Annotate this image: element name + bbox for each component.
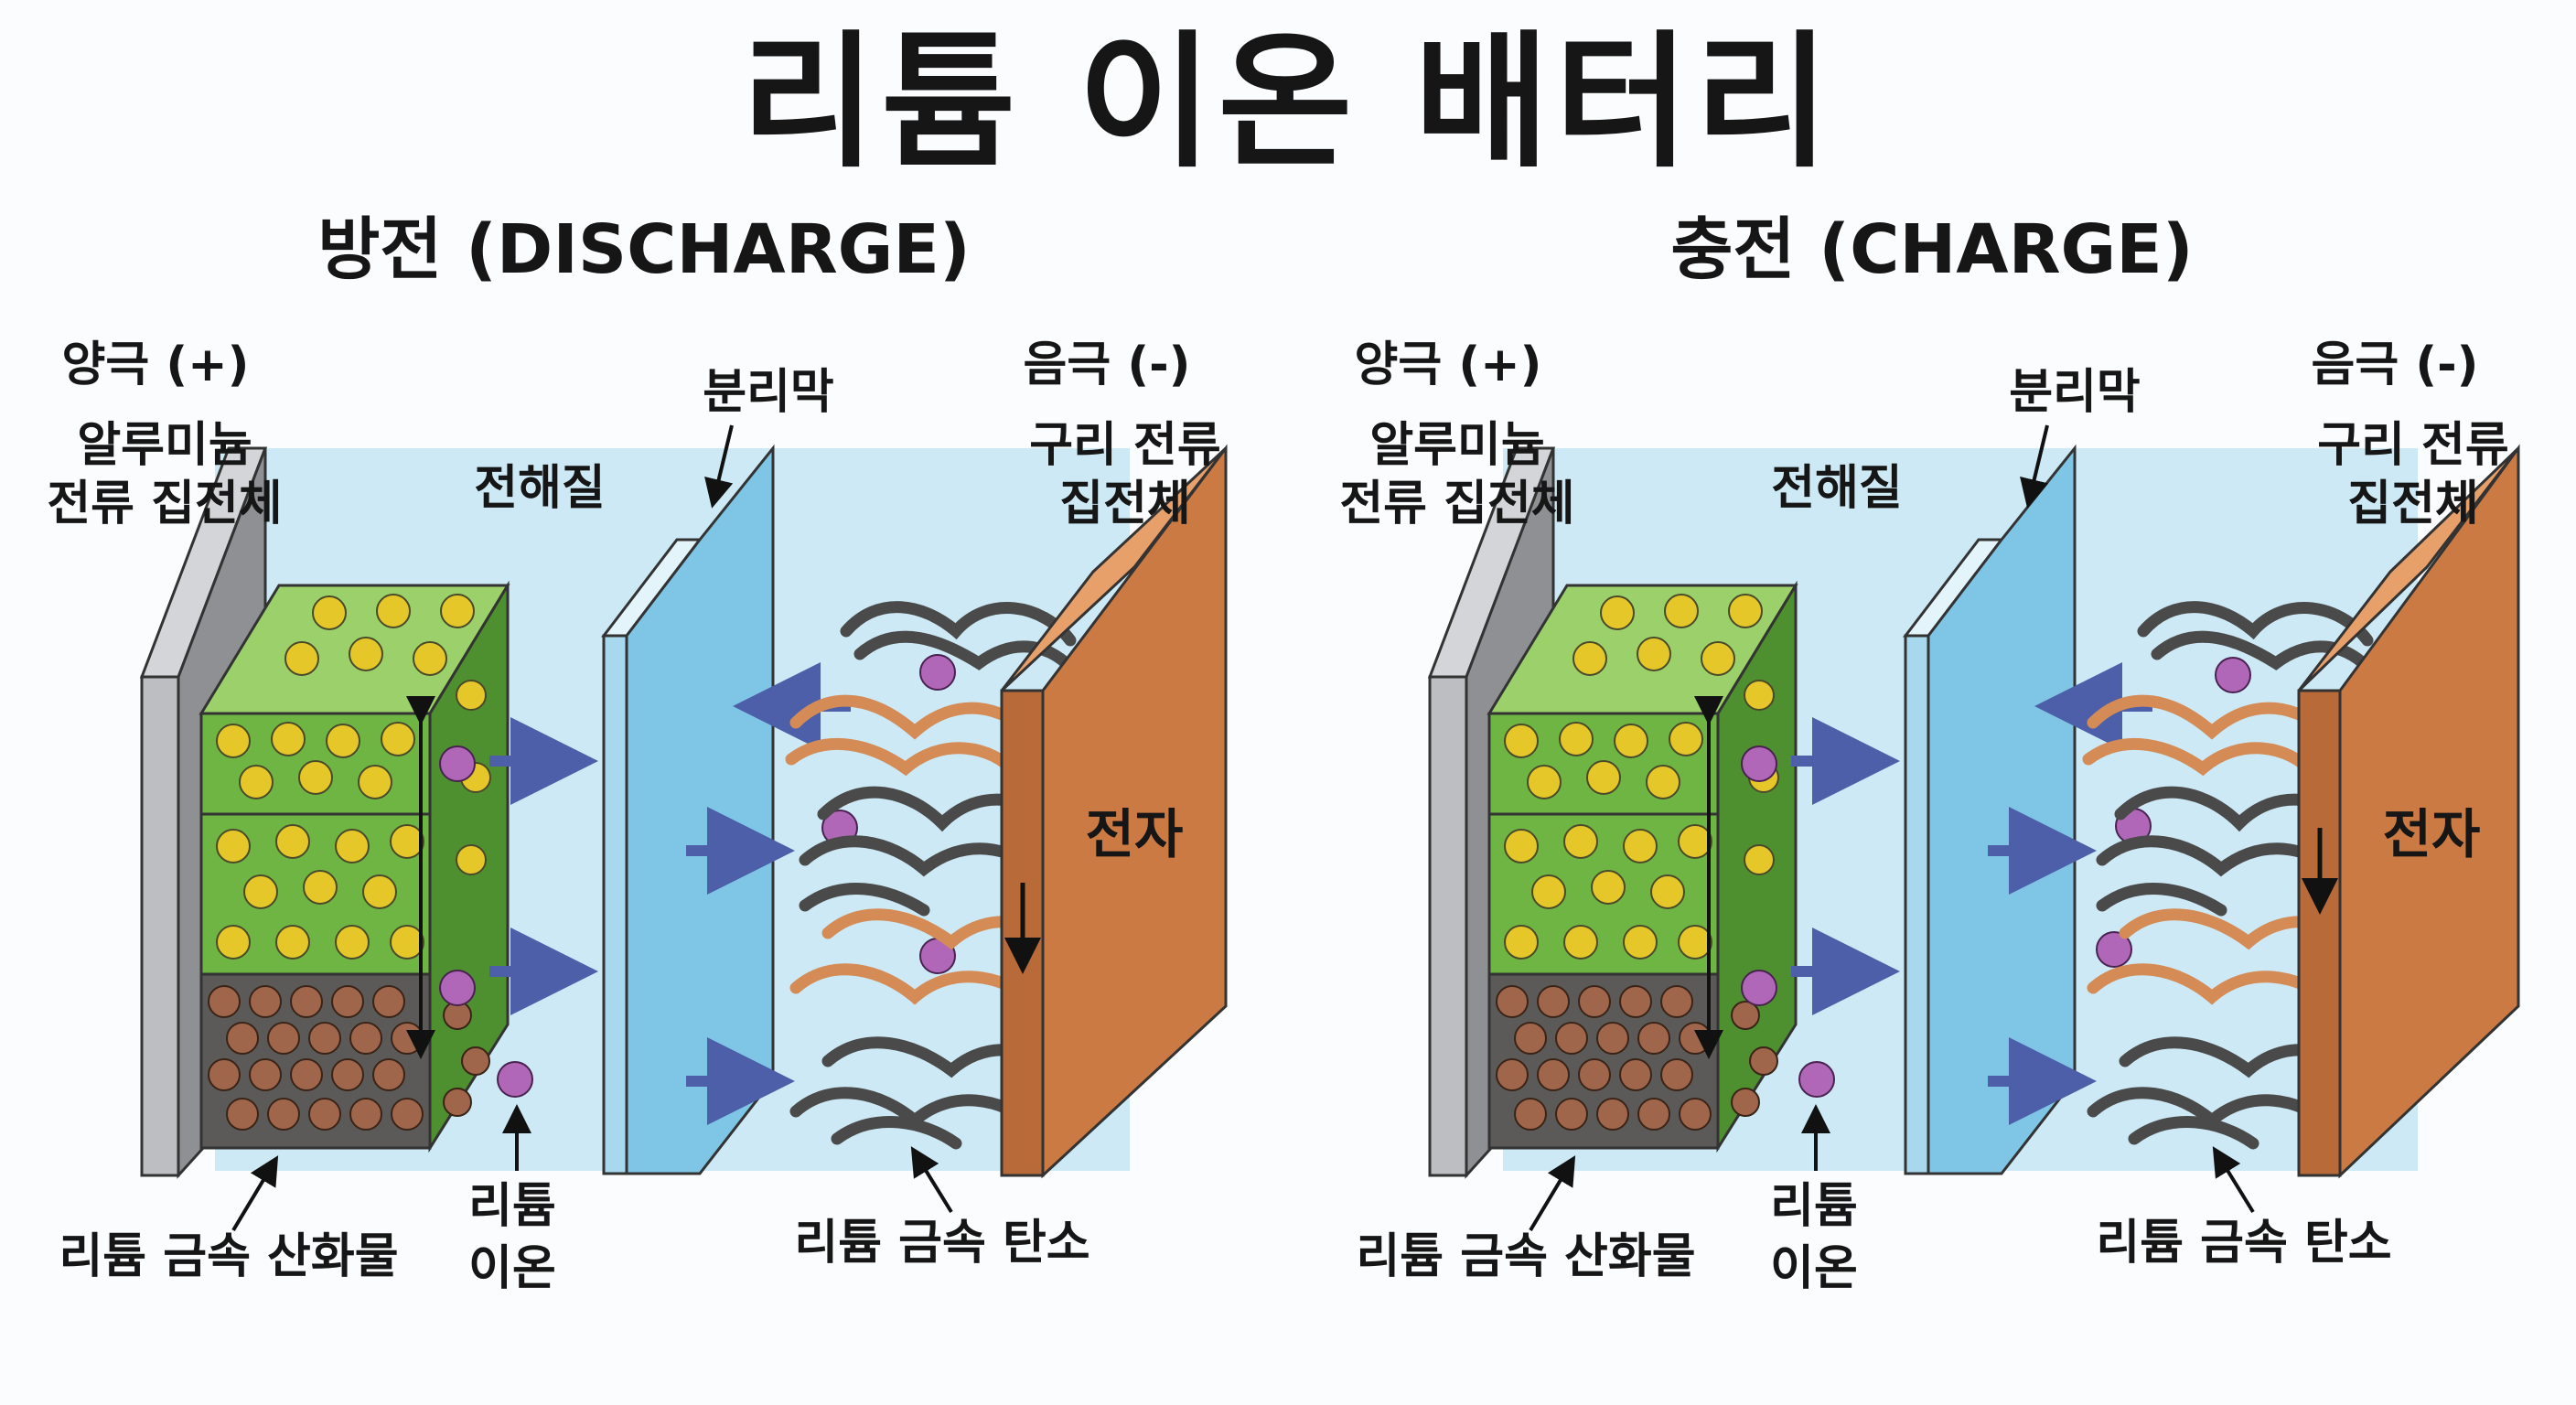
aluminum-collector <box>1428 675 1468 1177</box>
discharge-positive-label: 양극 (+) <box>61 338 250 392</box>
discharge-cathode-collector-label-line2: 전류 집전체 <box>47 477 283 531</box>
label-pointers <box>1529 424 2255 1232</box>
discharge-electrolyte-label: 전해질 <box>474 461 606 516</box>
oxide-particles <box>208 985 490 1131</box>
discharge-ion-label-line2: 이온 <box>468 1241 556 1296</box>
discharge-oxide-label: 리튬 금속 산화물 <box>59 1229 399 1284</box>
discharge-cathode-collector-label-line1: 알루미늄 <box>77 418 252 473</box>
label-pointers <box>231 424 953 1232</box>
charge-cell-diagram <box>1427 424 2520 1232</box>
lithium-ions <box>439 654 956 1098</box>
discharge-electron-label: 전자 <box>1085 803 1184 865</box>
charge-carbon-label: 리튬 금속 탄소 <box>2096 1216 2392 1271</box>
lithium-particles <box>216 594 491 960</box>
charge-electron-label: 전자 <box>2382 803 2481 865</box>
separator <box>602 634 628 1175</box>
lithium-particles <box>1504 594 1779 960</box>
discharge-ion-label-line1: 리튬 <box>468 1179 556 1234</box>
discharge-anode-collector-label-line1: 구리 전류 <box>1029 418 1221 473</box>
charge-title: 충전 (CHARGE) <box>1670 210 2194 289</box>
copper-collector <box>2297 689 2342 1177</box>
charge-cathode-collector-label-line2: 전류 집전체 <box>1339 477 1575 531</box>
charge-oxide-label: 리튬 금속 산화물 <box>1356 1229 1696 1284</box>
charge-negative-label: 음극 (-) <box>2311 338 2479 392</box>
oxide-particles <box>1496 985 1778 1131</box>
charge-electrolyte-label: 전해질 <box>1771 461 1903 516</box>
main-title: 리튬 이온 배터리 <box>741 16 1835 188</box>
charge-ion-label-line1: 리튬 <box>1770 1179 1858 1234</box>
charge-anode-collector-label-line1: 구리 전류 <box>2317 418 2509 473</box>
lithium-ions <box>1741 657 2251 1098</box>
graphite-layers <box>785 601 1081 1150</box>
discharge-negative-label: 음극 (-) <box>1023 338 1191 392</box>
charge-cathode-collector-label-line1: 알루미늄 <box>1369 418 1545 473</box>
charge-positive-label: 양극 (+) <box>1354 338 1542 392</box>
charge-panel: 충전 (CHARGE) 양극 (+) 알루미늄 전류 집전체 전해질 분리막 음… <box>1288 0 2576 1405</box>
discharge-cell-diagram <box>139 424 1228 1232</box>
discharge-carbon-label: 리튬 금속 탄소 <box>794 1216 1090 1271</box>
discharge-separator-label: 분리막 <box>703 365 834 420</box>
discharge-panel: 방전 (DISCHARGE) 양극 (+) 알루미늄 전류 집전체 전해질 분리… <box>47 210 1228 1296</box>
charge-separator-label: 분리막 <box>2009 365 2141 420</box>
discharge-title: 방전 (DISCHARGE) <box>317 210 971 289</box>
charge-anode-collector-label-line2: 집전체 <box>2347 477 2479 531</box>
separator <box>1904 634 1930 1175</box>
charge-ion-label-line2: 이온 <box>1770 1241 1858 1296</box>
discharge-anode-collector-label-line2: 집전체 <box>1059 477 1191 531</box>
aluminum-collector <box>140 675 180 1177</box>
